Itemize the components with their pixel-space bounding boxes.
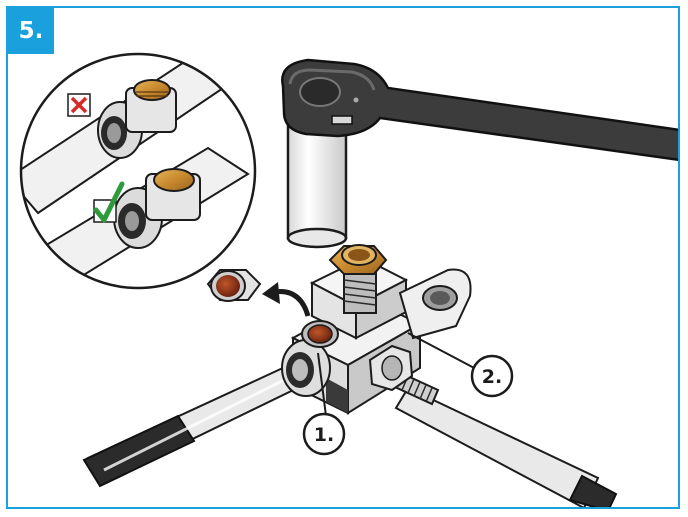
callout-2: 2.	[470, 354, 514, 398]
pipe-collar-left	[281, 320, 339, 397]
socket	[286, 108, 348, 249]
pipe-collar-right	[368, 344, 414, 392]
detail-inset	[19, 52, 257, 290]
callout-1-leader	[317, 352, 327, 417]
instruction-frame: 5.	[6, 6, 680, 509]
removed-cap	[206, 269, 262, 302]
ratchet-wrench	[281, 58, 678, 161]
left-pipe	[82, 359, 316, 488]
callout-2-leader	[407, 332, 479, 371]
right-pipe	[394, 386, 618, 507]
step-number-badge: 5.	[8, 8, 54, 54]
callout-2-label: 2.	[482, 366, 502, 388]
assembly-illustration: 1. 2.	[19, 52, 678, 507]
check-mark-icon	[93, 181, 125, 223]
brass-fitting	[328, 244, 388, 314]
callout-1-label: 1.	[314, 424, 334, 446]
cross-mark-icon	[67, 93, 91, 117]
curved-arrow-icon	[262, 282, 311, 317]
callout-1: 1.	[302, 412, 346, 456]
